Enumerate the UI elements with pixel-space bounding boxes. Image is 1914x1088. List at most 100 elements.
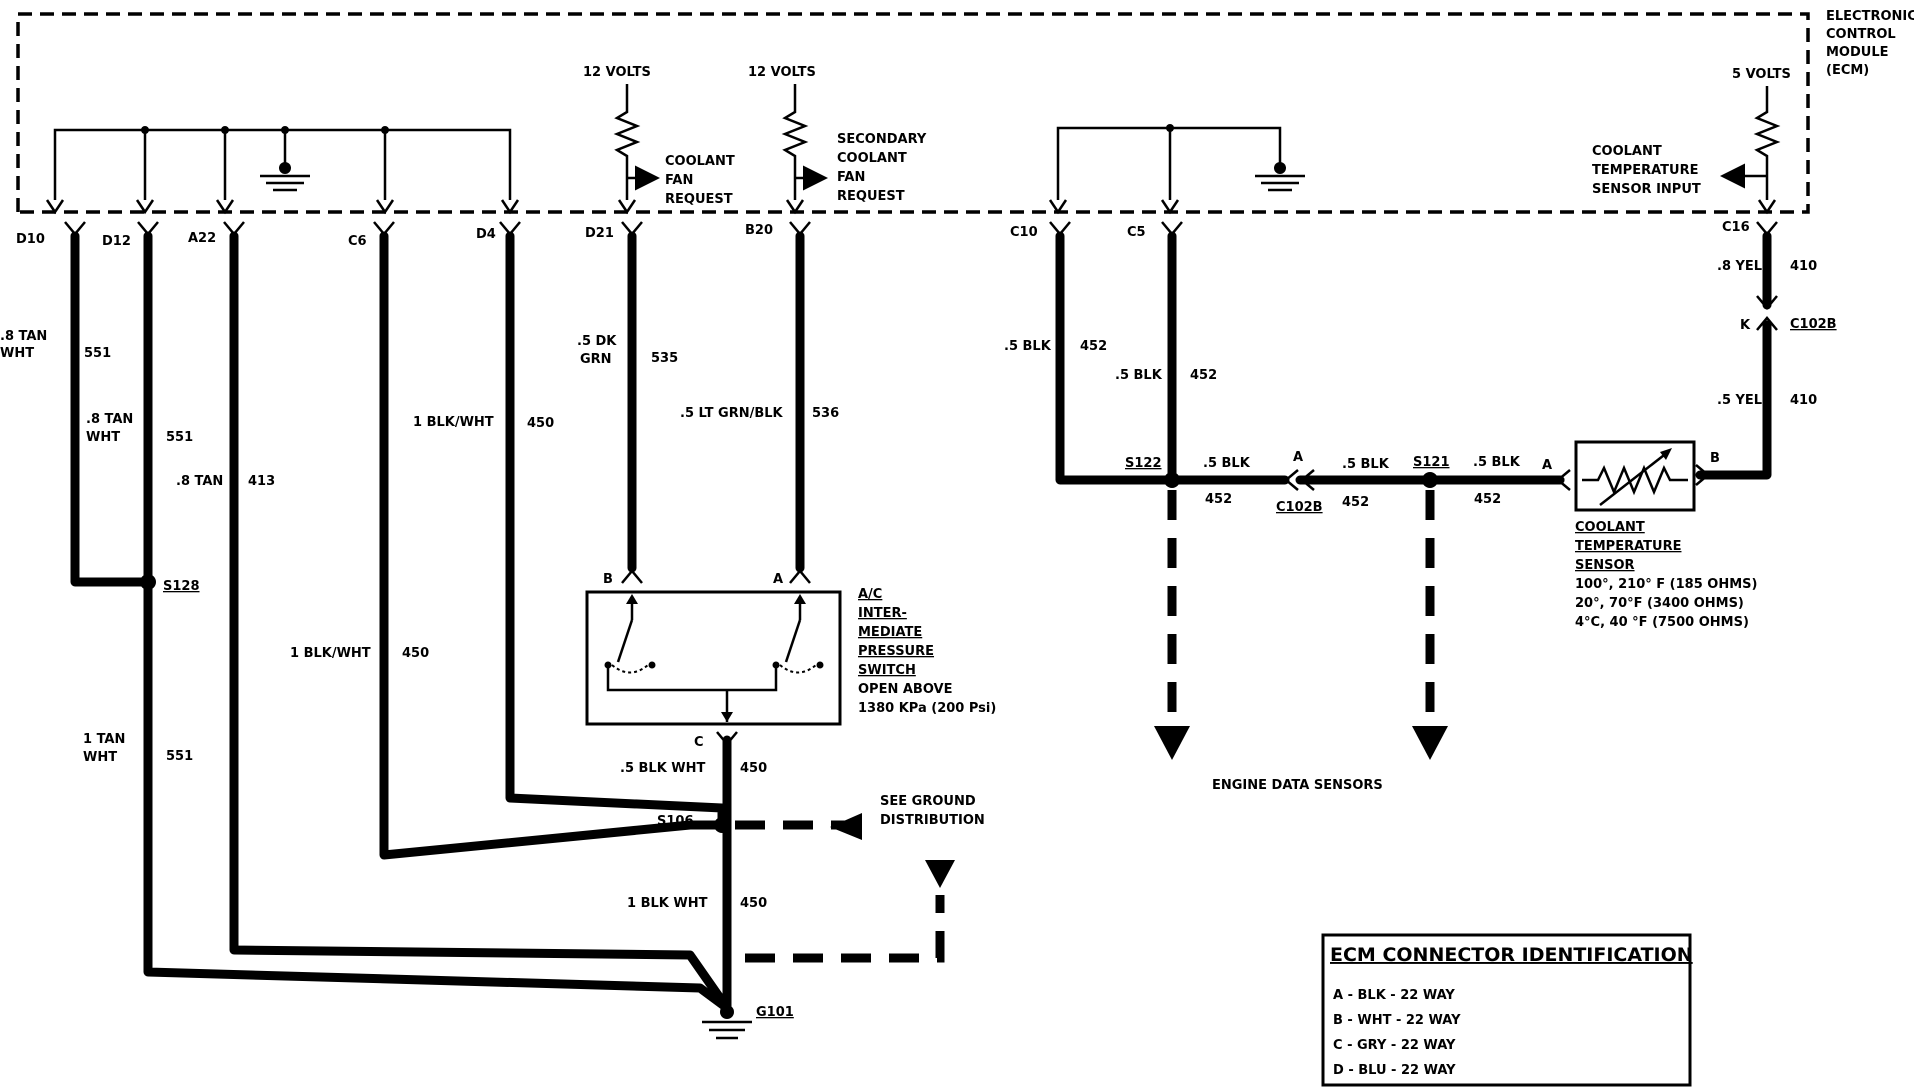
ecm-connector-identification: ECM CONNECTOR IDENTIFICATION A - BLK - 2…: [1321, 933, 1693, 1087]
wire-c10: [1055, 231, 1177, 485]
ground-symbol-ecm-right: [1255, 162, 1305, 192]
svg-text:WHT: WHT: [0, 346, 34, 361]
ecm-label-line1: ELECTRONIC: [1826, 9, 1914, 24]
svg-text:.5 BLK: .5 BLK: [1473, 455, 1521, 470]
svg-text:A/C: A/C: [858, 587, 882, 602]
svg-text:.5 BLK: .5 BLK: [1115, 368, 1163, 383]
svg-text:410: 410: [1790, 259, 1817, 274]
svg-text:TEMPERATURE: TEMPERATURE: [1592, 163, 1698, 178]
svg-text:S106: S106: [657, 814, 694, 829]
svg-text:.5 BLK: .5 BLK: [1004, 339, 1052, 354]
svg-text:1 TAN: 1 TAN: [83, 732, 125, 747]
wire-labels: .8 TAN WHT 551 .8 TAN WHT 551 .8 TAN 413…: [0, 259, 1817, 911]
pin-d21: D21: [585, 226, 614, 241]
svg-text:C102B: C102B: [1276, 500, 1323, 515]
pin-d12: D12: [102, 234, 131, 249]
svg-text:PRESSURE: PRESSURE: [858, 644, 934, 659]
svg-text:SWITCH: SWITCH: [858, 663, 916, 678]
svg-text:B: B: [1710, 451, 1720, 466]
ac-pressure-switch: B A C: [585, 569, 842, 750]
svg-text:.5 BLK: .5 BLK: [1203, 456, 1251, 471]
svg-text:SECONDARY: SECONDARY: [837, 132, 927, 147]
svg-text:G101: G101: [756, 1005, 794, 1020]
ecm-label-line3: MODULE: [1826, 45, 1889, 60]
pin-c10: C10: [1010, 225, 1038, 240]
supply-12v-a: 12 VOLTS: [583, 65, 660, 200]
svg-text:SEE GROUND: SEE GROUND: [880, 794, 976, 809]
splice-s106-dot: [714, 817, 730, 833]
svg-text:MEDIATE: MEDIATE: [858, 625, 922, 640]
pin-d10: D10: [16, 232, 45, 247]
svg-text:FAN: FAN: [837, 170, 865, 185]
svg-text:COOLANT: COOLANT: [665, 154, 735, 169]
ecm-label-line2: CONTROL: [1826, 27, 1896, 42]
svg-text:536: 536: [812, 406, 839, 421]
splice-s122-dot: [1164, 472, 1180, 488]
svg-text:.8 YEL: .8 YEL: [1717, 259, 1762, 274]
supply-12v-b-label: 12 VOLTS: [748, 65, 816, 80]
svg-text:535: 535: [651, 351, 678, 366]
ecm-connector-chevrons: [64, 221, 1778, 236]
pin-d4: D4: [476, 227, 496, 242]
svg-text:.8 TAN: .8 TAN: [176, 474, 223, 489]
ecm-connector-id-row: C - GRY - 22 WAY: [1333, 1038, 1456, 1053]
wire-c16-bottom: [1695, 320, 1772, 480]
svg-text:450: 450: [402, 646, 429, 661]
svg-text:COOLANT: COOLANT: [837, 151, 907, 166]
svg-text:.8 TAN: .8 TAN: [0, 329, 47, 344]
coolant-temperature-sensor: A B: [1542, 440, 1720, 512]
svg-text:K: K: [1740, 318, 1751, 333]
svg-text:452: 452: [1190, 368, 1217, 383]
svg-text:REQUEST: REQUEST: [837, 189, 905, 204]
ground-g101: [702, 1005, 752, 1040]
svg-text:OPEN ABOVE: OPEN ABOVE: [858, 682, 952, 697]
svg-text:1 BLK/WHT: 1 BLK/WHT: [413, 415, 494, 430]
svg-text:450: 450: [740, 896, 767, 911]
svg-text:413: 413: [248, 474, 275, 489]
engine-data-sensors-label: ENGINE DATA SENSORS: [1212, 778, 1383, 793]
svg-text:1380 KPa (200 Psi): 1380 KPa (200 Psi): [858, 701, 996, 716]
ecm-connector-id-title: ECM CONNECTOR IDENTIFICATION: [1330, 944, 1693, 966]
svg-text:TEMPERATURE: TEMPERATURE: [1575, 539, 1681, 554]
svg-text:A: A: [1293, 450, 1303, 465]
ecm-connector-id-row: B - WHT - 22 WAY: [1333, 1013, 1461, 1028]
wire-d10: [70, 231, 153, 587]
supply-12v-a-label: 12 VOLTS: [583, 65, 651, 80]
svg-text:.5 BLK WHT: .5 BLK WHT: [620, 761, 706, 776]
svg-text:20°, 70°F (3400 OHMS): 20°, 70°F (3400 OHMS): [1575, 596, 1744, 611]
coolant-fan-request-label: COOLANT FAN REQUEST: [665, 154, 735, 207]
svg-text:.5 LT GRN/BLK: .5 LT GRN/BLK: [680, 406, 784, 421]
internal-ground-bus-left: [53, 126, 512, 200]
svg-text:COOLANT: COOLANT: [1575, 520, 1645, 535]
svg-text:C: C: [694, 735, 704, 750]
ecm-label-line4: (ECM): [1826, 63, 1869, 78]
engine-data-sensors-feeds: ENGINE DATA SENSORS: [1154, 490, 1448, 793]
ground-symbol-ecm-left: [260, 162, 310, 192]
svg-text:FAN: FAN: [665, 173, 693, 188]
svg-text:.5 YEL: .5 YEL: [1717, 393, 1762, 408]
svg-text:.5 BLK: .5 BLK: [1342, 457, 1390, 472]
svg-text:C102B: C102B: [1790, 317, 1837, 332]
wire-c6: [379, 231, 727, 860]
svg-text:GRN: GRN: [580, 352, 612, 367]
svg-text:.5 DK: .5 DK: [577, 334, 617, 349]
ecm-boundary: [16, 12, 1810, 214]
supply-5v: 5 VOLTS: [1720, 67, 1791, 200]
internal-ground-bus-right: [1056, 124, 1305, 200]
svg-text:REQUEST: REQUEST: [665, 192, 733, 207]
c102b-mid-connector: A C102B: [1276, 450, 1323, 515]
ecm-connector-id-row: A - BLK - 22 WAY: [1333, 988, 1455, 1003]
svg-text:S122: S122: [1125, 456, 1162, 471]
svg-text:COOLANT: COOLANT: [1592, 144, 1662, 159]
svg-text:4°C, 40 °F (7500 OHMS): 4°C, 40 °F (7500 OHMS): [1575, 615, 1749, 630]
ecm-pin-arrows: [45, 199, 1777, 215]
pin-c6: C6: [348, 234, 367, 249]
pin-c16: C16: [1722, 220, 1750, 235]
svg-text:B: B: [603, 572, 613, 587]
svg-text:452: 452: [1474, 492, 1501, 507]
svg-text:452: 452: [1342, 495, 1369, 510]
secondary-coolant-fan-request-label: SECONDARY COOLANT FAN REQUEST: [837, 132, 927, 204]
svg-text:1 BLK WHT: 1 BLK WHT: [627, 896, 708, 911]
svg-text:WHT: WHT: [86, 430, 120, 445]
